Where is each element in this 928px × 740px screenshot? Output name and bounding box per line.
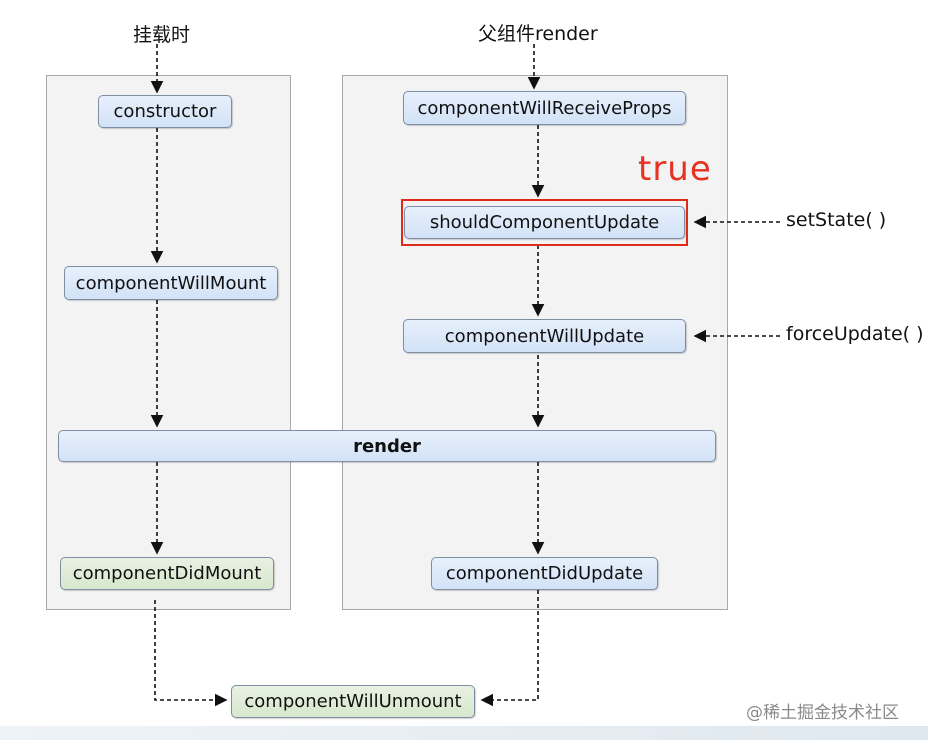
constructor-node: constructor [98, 95, 232, 128]
bottom-decoration [0, 726, 928, 740]
should-update-highlight [401, 199, 688, 246]
render-node: render [58, 430, 716, 462]
mount-header: 挂载时 [133, 24, 191, 46]
mount-panel [46, 75, 291, 610]
component-will-update-node: componentWillUpdate [403, 319, 686, 353]
set-state-label: setState( ) [786, 209, 887, 231]
arrow-didmount-to-unmount [154, 600, 228, 707]
component-will-receive-props-node: componentWillReceiveProps [403, 91, 686, 125]
should-component-update-node: shouldComponentUpdate [404, 206, 685, 239]
component-will-unmount-node: componentWillUnmount [231, 685, 475, 718]
component-did-update-node: componentDidUpdate [431, 557, 658, 590]
force-update-label: forceUpdate( ) [786, 323, 924, 345]
true-annotation: true [638, 149, 712, 189]
update-header: 父组件render [478, 23, 598, 45]
component-will-mount-node: componentWillMount [64, 266, 278, 300]
component-did-mount-node: componentDidMount [60, 557, 274, 590]
arrow-didupdate-to-unmount [480, 590, 539, 707]
watermark: @稀土掘金技术社区 [746, 703, 899, 723]
